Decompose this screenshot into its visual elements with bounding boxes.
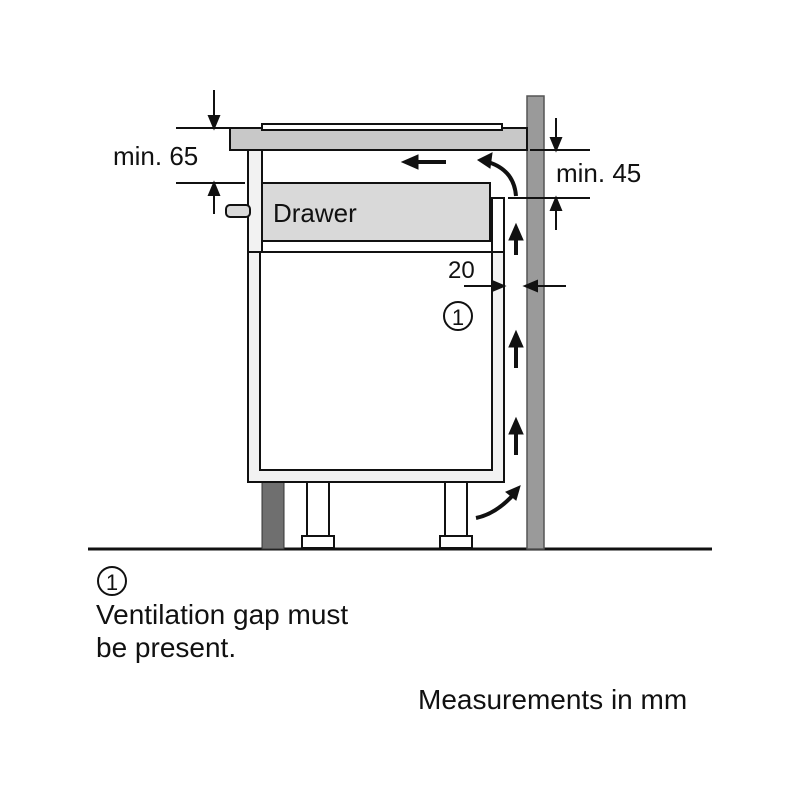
dimension-min65	[176, 90, 245, 214]
label-min45: min. 45	[556, 158, 641, 188]
drawer-rear-panel	[491, 197, 505, 253]
airflow-arrows	[400, 152, 524, 520]
cabinet-inner	[259, 251, 493, 471]
dimension-min45	[508, 118, 590, 230]
hob	[229, 127, 528, 151]
note-line-1: Ventilation gap must	[96, 599, 349, 630]
note-marker-number: 1	[106, 570, 118, 595]
hob-glass	[261, 123, 503, 131]
label-min65: min. 65	[113, 141, 198, 171]
ventilation-note: Ventilation gap must be present.	[96, 598, 348, 664]
marker-number: 1	[452, 305, 464, 330]
note-marker-circle	[97, 566, 127, 596]
cabinet-side-panel	[247, 149, 263, 253]
back-wall	[526, 95, 545, 550]
label-drawer: Drawer	[273, 198, 357, 228]
label-gap20: 20	[448, 257, 475, 284]
plinth	[261, 481, 285, 550]
drawer-handle	[225, 204, 251, 218]
marker-circle	[443, 301, 473, 331]
cabinet-legs	[301, 481, 473, 549]
drawer	[261, 182, 491, 242]
units-note: Measurements in mm	[418, 684, 688, 715]
dimension-gap20	[464, 279, 566, 293]
note-line-2: be present.	[96, 632, 237, 663]
